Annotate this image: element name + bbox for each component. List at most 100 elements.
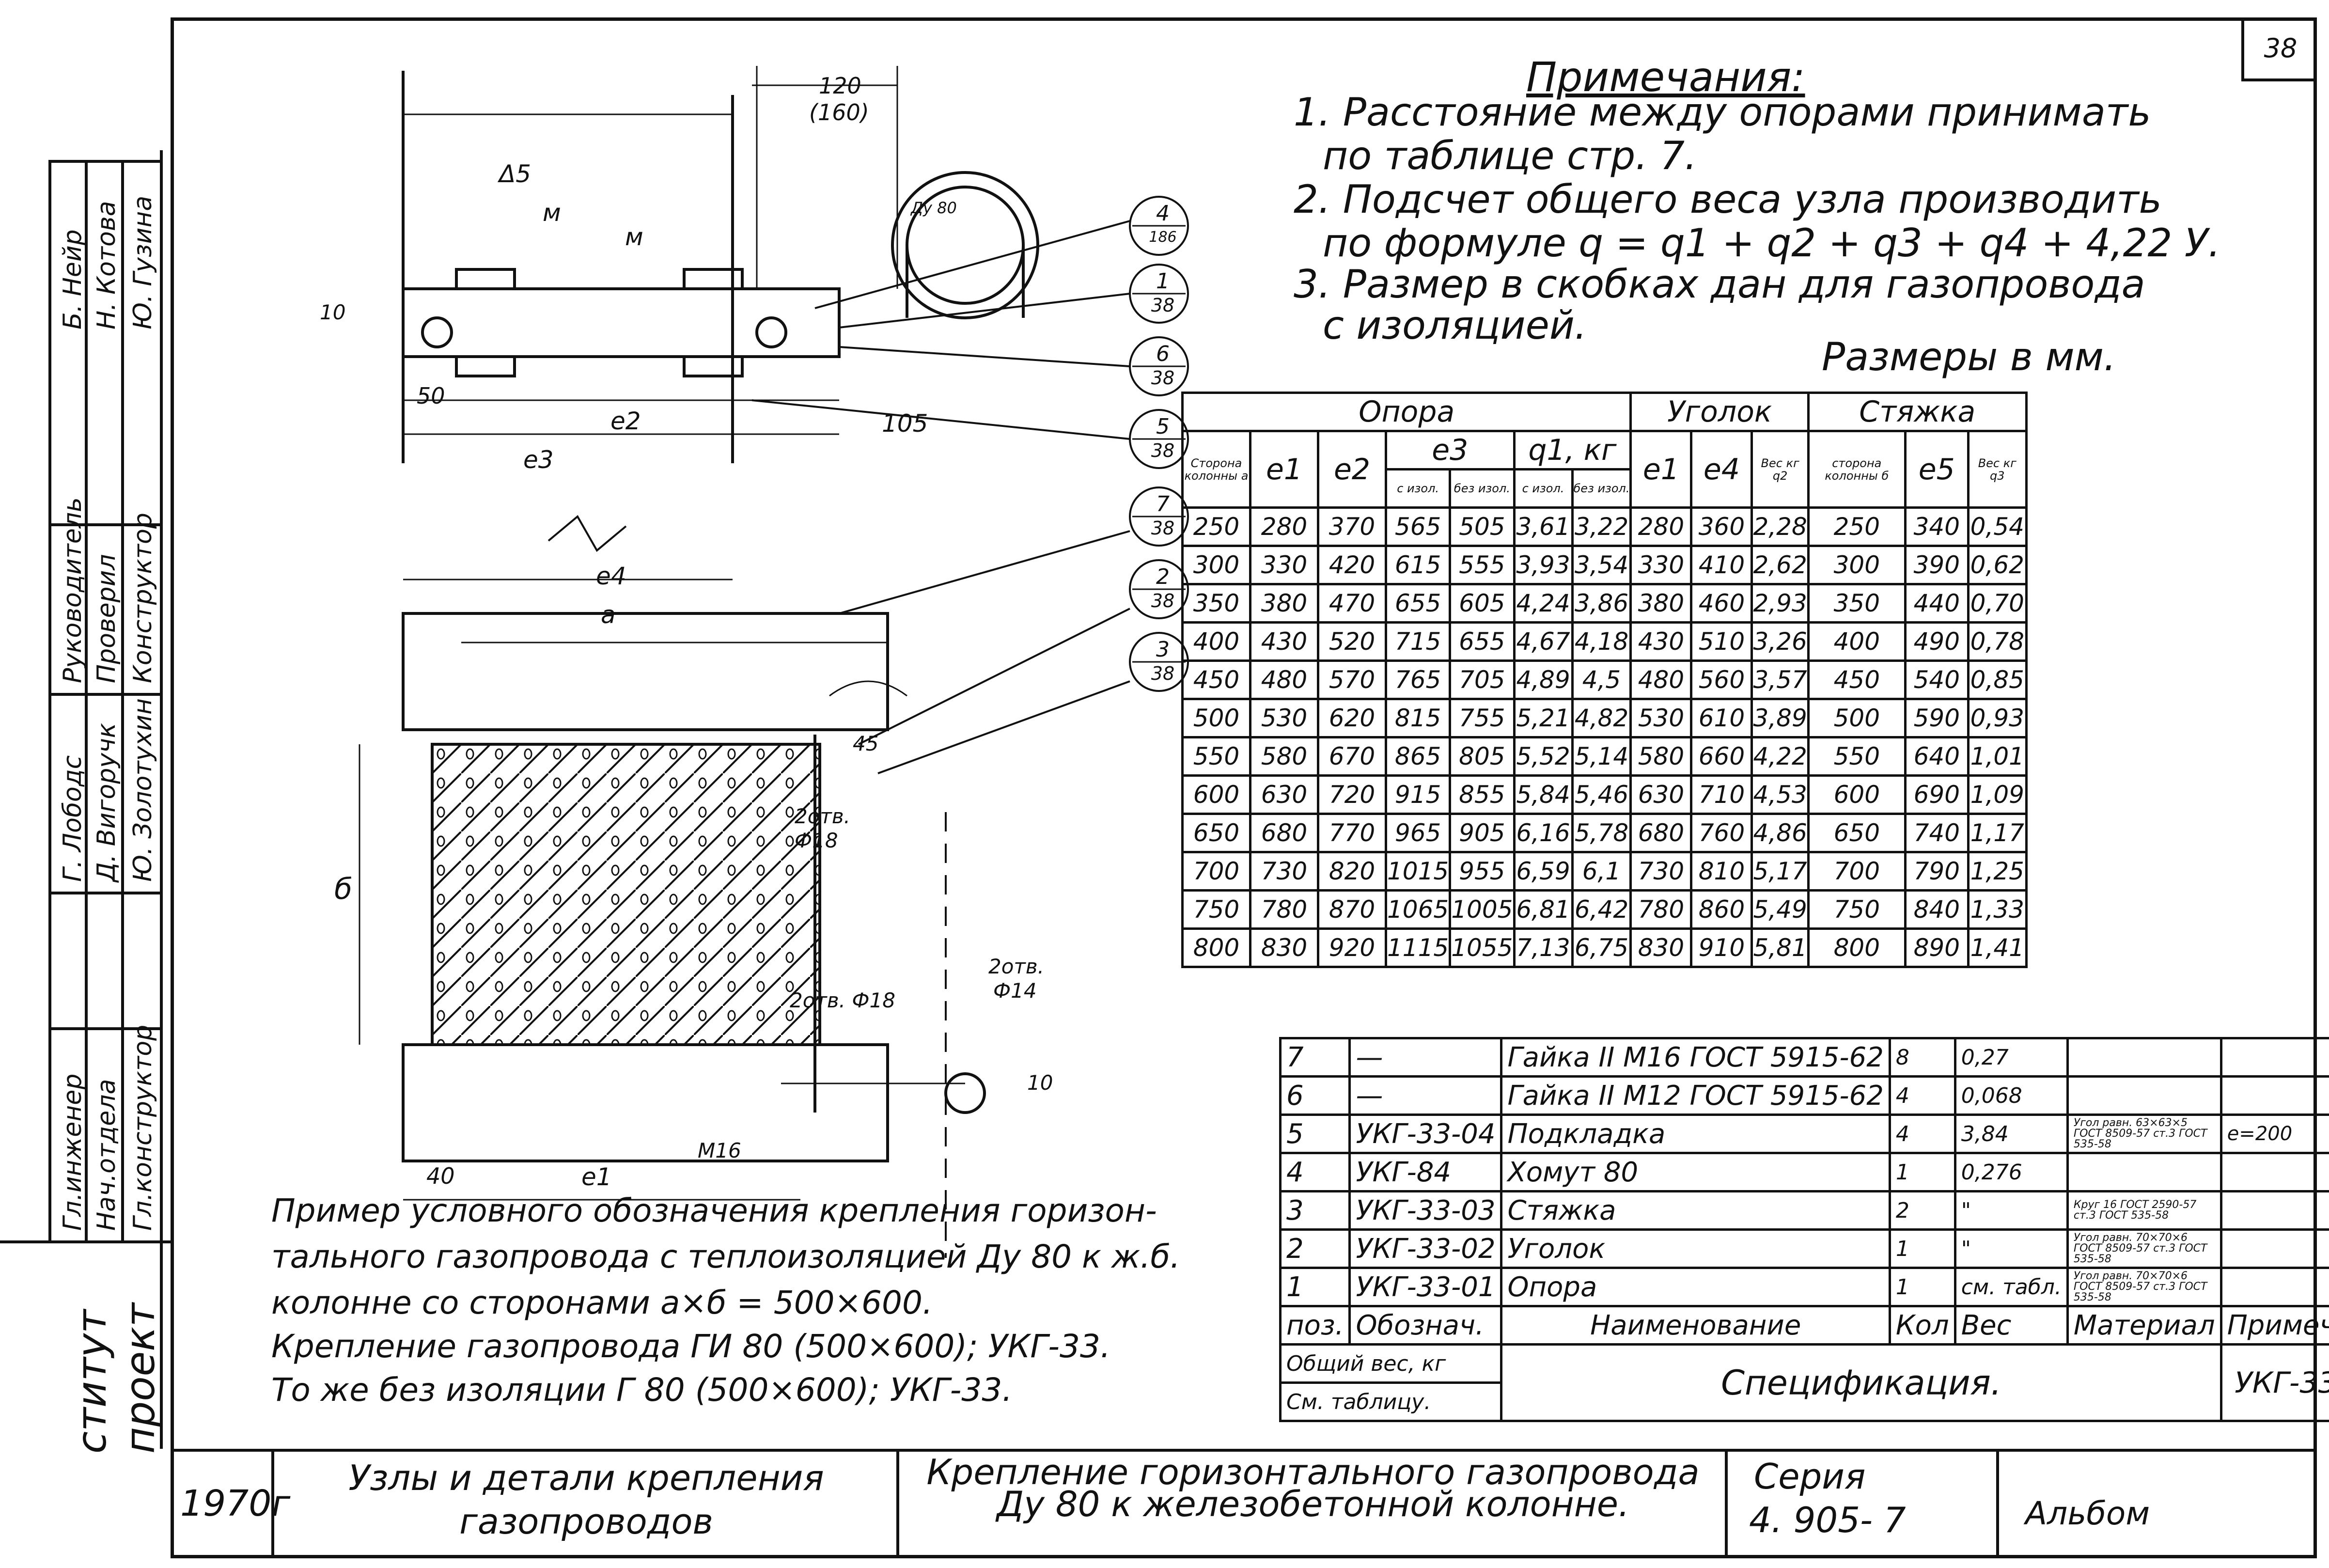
dim-table-cell: 390 [1904, 545, 1969, 585]
dim-table-cell: 730 [1249, 851, 1319, 892]
dim-table-cell: 805 [1449, 736, 1516, 777]
dim-table-cell: 3,57 [1751, 659, 1810, 700]
example-line: Крепление газопровода ГИ 80 (500×600); У… [271, 1328, 1110, 1365]
spec-cell-qty: 8 [1888, 1037, 1956, 1078]
spec-cell-qty: 4 [1888, 1113, 1956, 1154]
dim-label: M16 [698, 1139, 741, 1162]
dim-table-cell: 3,22 [1571, 506, 1632, 547]
dim-label: Δ5 [499, 160, 531, 188]
notes-title: Примечания: [1526, 53, 1805, 101]
dim-label: 2отв. Ф18 [790, 988, 895, 1012]
title-album: Альбом [2025, 1495, 2150, 1532]
dim-table-cell: 800 [1181, 927, 1251, 968]
header-q1: q1, кг [1513, 430, 1632, 470]
dim-table-cell: 4,82 [1571, 698, 1632, 738]
dim-table-cell: 420 [1317, 545, 1387, 585]
note-line: по формуле q = q1 + q2 + q3 + q4 + 4,22 … [1323, 220, 2220, 266]
dim-table-cell: 4,86 [1751, 813, 1810, 853]
group-support: Опора [1181, 392, 1632, 432]
dim-table-cell: 4,24 [1513, 583, 1574, 624]
dim-label: 50 [417, 383, 445, 409]
dim-table-cell: 4,18 [1571, 621, 1632, 662]
dim-table-cell: 660 [1690, 736, 1753, 777]
dim-label: Ф18 [795, 829, 838, 852]
dim-table-cell: 1,01 [1967, 736, 2028, 777]
spec-cell-pos: 7 [1279, 1037, 1351, 1078]
spec-cell-qty: 1 [1888, 1228, 1956, 1269]
dim-table-cell: 530 [1629, 698, 1693, 738]
dim-table-cell: 910 [1690, 927, 1753, 968]
dim-table-cell: 740 [1904, 813, 1969, 853]
dim-table-cell: 655 [1384, 583, 1452, 624]
spec-cell-material [2066, 1075, 2222, 1116]
header-tie-weight: Вес кг q3 [1967, 430, 2028, 509]
dim-table-cell: 1005 [1449, 889, 1516, 930]
header-angle-l1: e1 [1629, 430, 1693, 509]
spec-cell-name: Уголок [1500, 1228, 1891, 1269]
dim-table-cell: 520 [1317, 621, 1387, 662]
spec-cell-pos: 5 [1279, 1113, 1351, 1154]
side-role2-1: Руководитель [58, 497, 87, 683]
note-line: с изоляцией. [1323, 303, 1587, 348]
header-l3: e3 [1385, 430, 1516, 470]
dim-table-cell: 5,84 [1513, 774, 1574, 815]
dim-table-cell: 1065 [1384, 889, 1452, 930]
side-name2-1: Б. Нейр [58, 229, 87, 329]
dim-table-cell: 1,17 [1967, 813, 2028, 853]
dim-table-cell: 450 [1181, 659, 1251, 700]
callout-sheet: 38 [1151, 440, 1175, 461]
spec-cell-code: УКГ-33-03 [1348, 1190, 1503, 1231]
dim-table-cell: 800 [1807, 927, 1907, 968]
dim-table-cell: 1015 [1384, 851, 1452, 892]
header-tie-l5: e5 [1904, 430, 1969, 509]
dim-table-cell: 540 [1904, 659, 1969, 700]
dim-table-cell: 0,85 [1967, 659, 2028, 700]
dim-table-cell: 300 [1807, 545, 1907, 585]
dim-table-cell: 750 [1181, 889, 1251, 930]
dim-table-cell: 6,59 [1513, 851, 1574, 892]
title-block-top [171, 1449, 2317, 1452]
title-series-label: Серия [1754, 1456, 1866, 1497]
callout-sheet: 38 [1151, 517, 1175, 539]
spec-header-material: Материал [2066, 1305, 2222, 1346]
dim-table-cell: 5,17 [1751, 851, 1810, 892]
dim-table-cell: 6,42 [1571, 889, 1632, 930]
side-col-line [121, 160, 124, 1240]
dim-table-cell: 840 [1904, 889, 1969, 930]
dim-label: e1 [581, 1163, 612, 1191]
spec-cell-note [2220, 1190, 2329, 1231]
dim-table-cell: 500 [1807, 698, 1907, 738]
dim-table-cell: 580 [1629, 736, 1693, 777]
dim-table-cell: 510 [1690, 621, 1753, 662]
dim-label: e2 [610, 407, 641, 435]
dim-table-cell: 2,28 [1751, 506, 1810, 547]
side-role2-2: Проверил [92, 554, 121, 683]
title-drawing-name: Крепление горизонтального газопровода Ду… [926, 1452, 1700, 1524]
header-l2: e2 [1317, 430, 1387, 509]
dim-table-cell: 3,26 [1751, 621, 1810, 662]
dim-table-cell: 3,54 [1571, 545, 1632, 585]
dim-table-cell: 6,1 [1571, 851, 1632, 892]
dim-table-cell: 330 [1629, 545, 1693, 585]
callout-num: 1 [1156, 269, 1170, 294]
dim-table-cell: 680 [1249, 813, 1319, 853]
dim-table-cell: 730 [1629, 851, 1693, 892]
header-angle-weight: Вес кг q2 [1751, 430, 1810, 509]
dim-table-cell: 350 [1807, 583, 1907, 624]
side-name-1: Г. Лободс [58, 755, 87, 882]
dim-table-cell: 5,21 [1513, 698, 1574, 738]
title-block-line [1996, 1449, 1999, 1558]
dim-table-cell: 500 [1181, 698, 1251, 738]
callout-num: 6 [1156, 342, 1170, 366]
spec-cell-code: — [1348, 1075, 1503, 1116]
spec-cell-name: Опора [1500, 1267, 1891, 1307]
dim-table-cell: 340 [1904, 506, 1969, 547]
spec-cell-code: УКГ-84 [1348, 1152, 1503, 1192]
dim-table-cell: 865 [1384, 736, 1452, 777]
spec-cell-pos: 6 [1279, 1075, 1351, 1116]
dim-table-cell: 855 [1449, 774, 1516, 815]
